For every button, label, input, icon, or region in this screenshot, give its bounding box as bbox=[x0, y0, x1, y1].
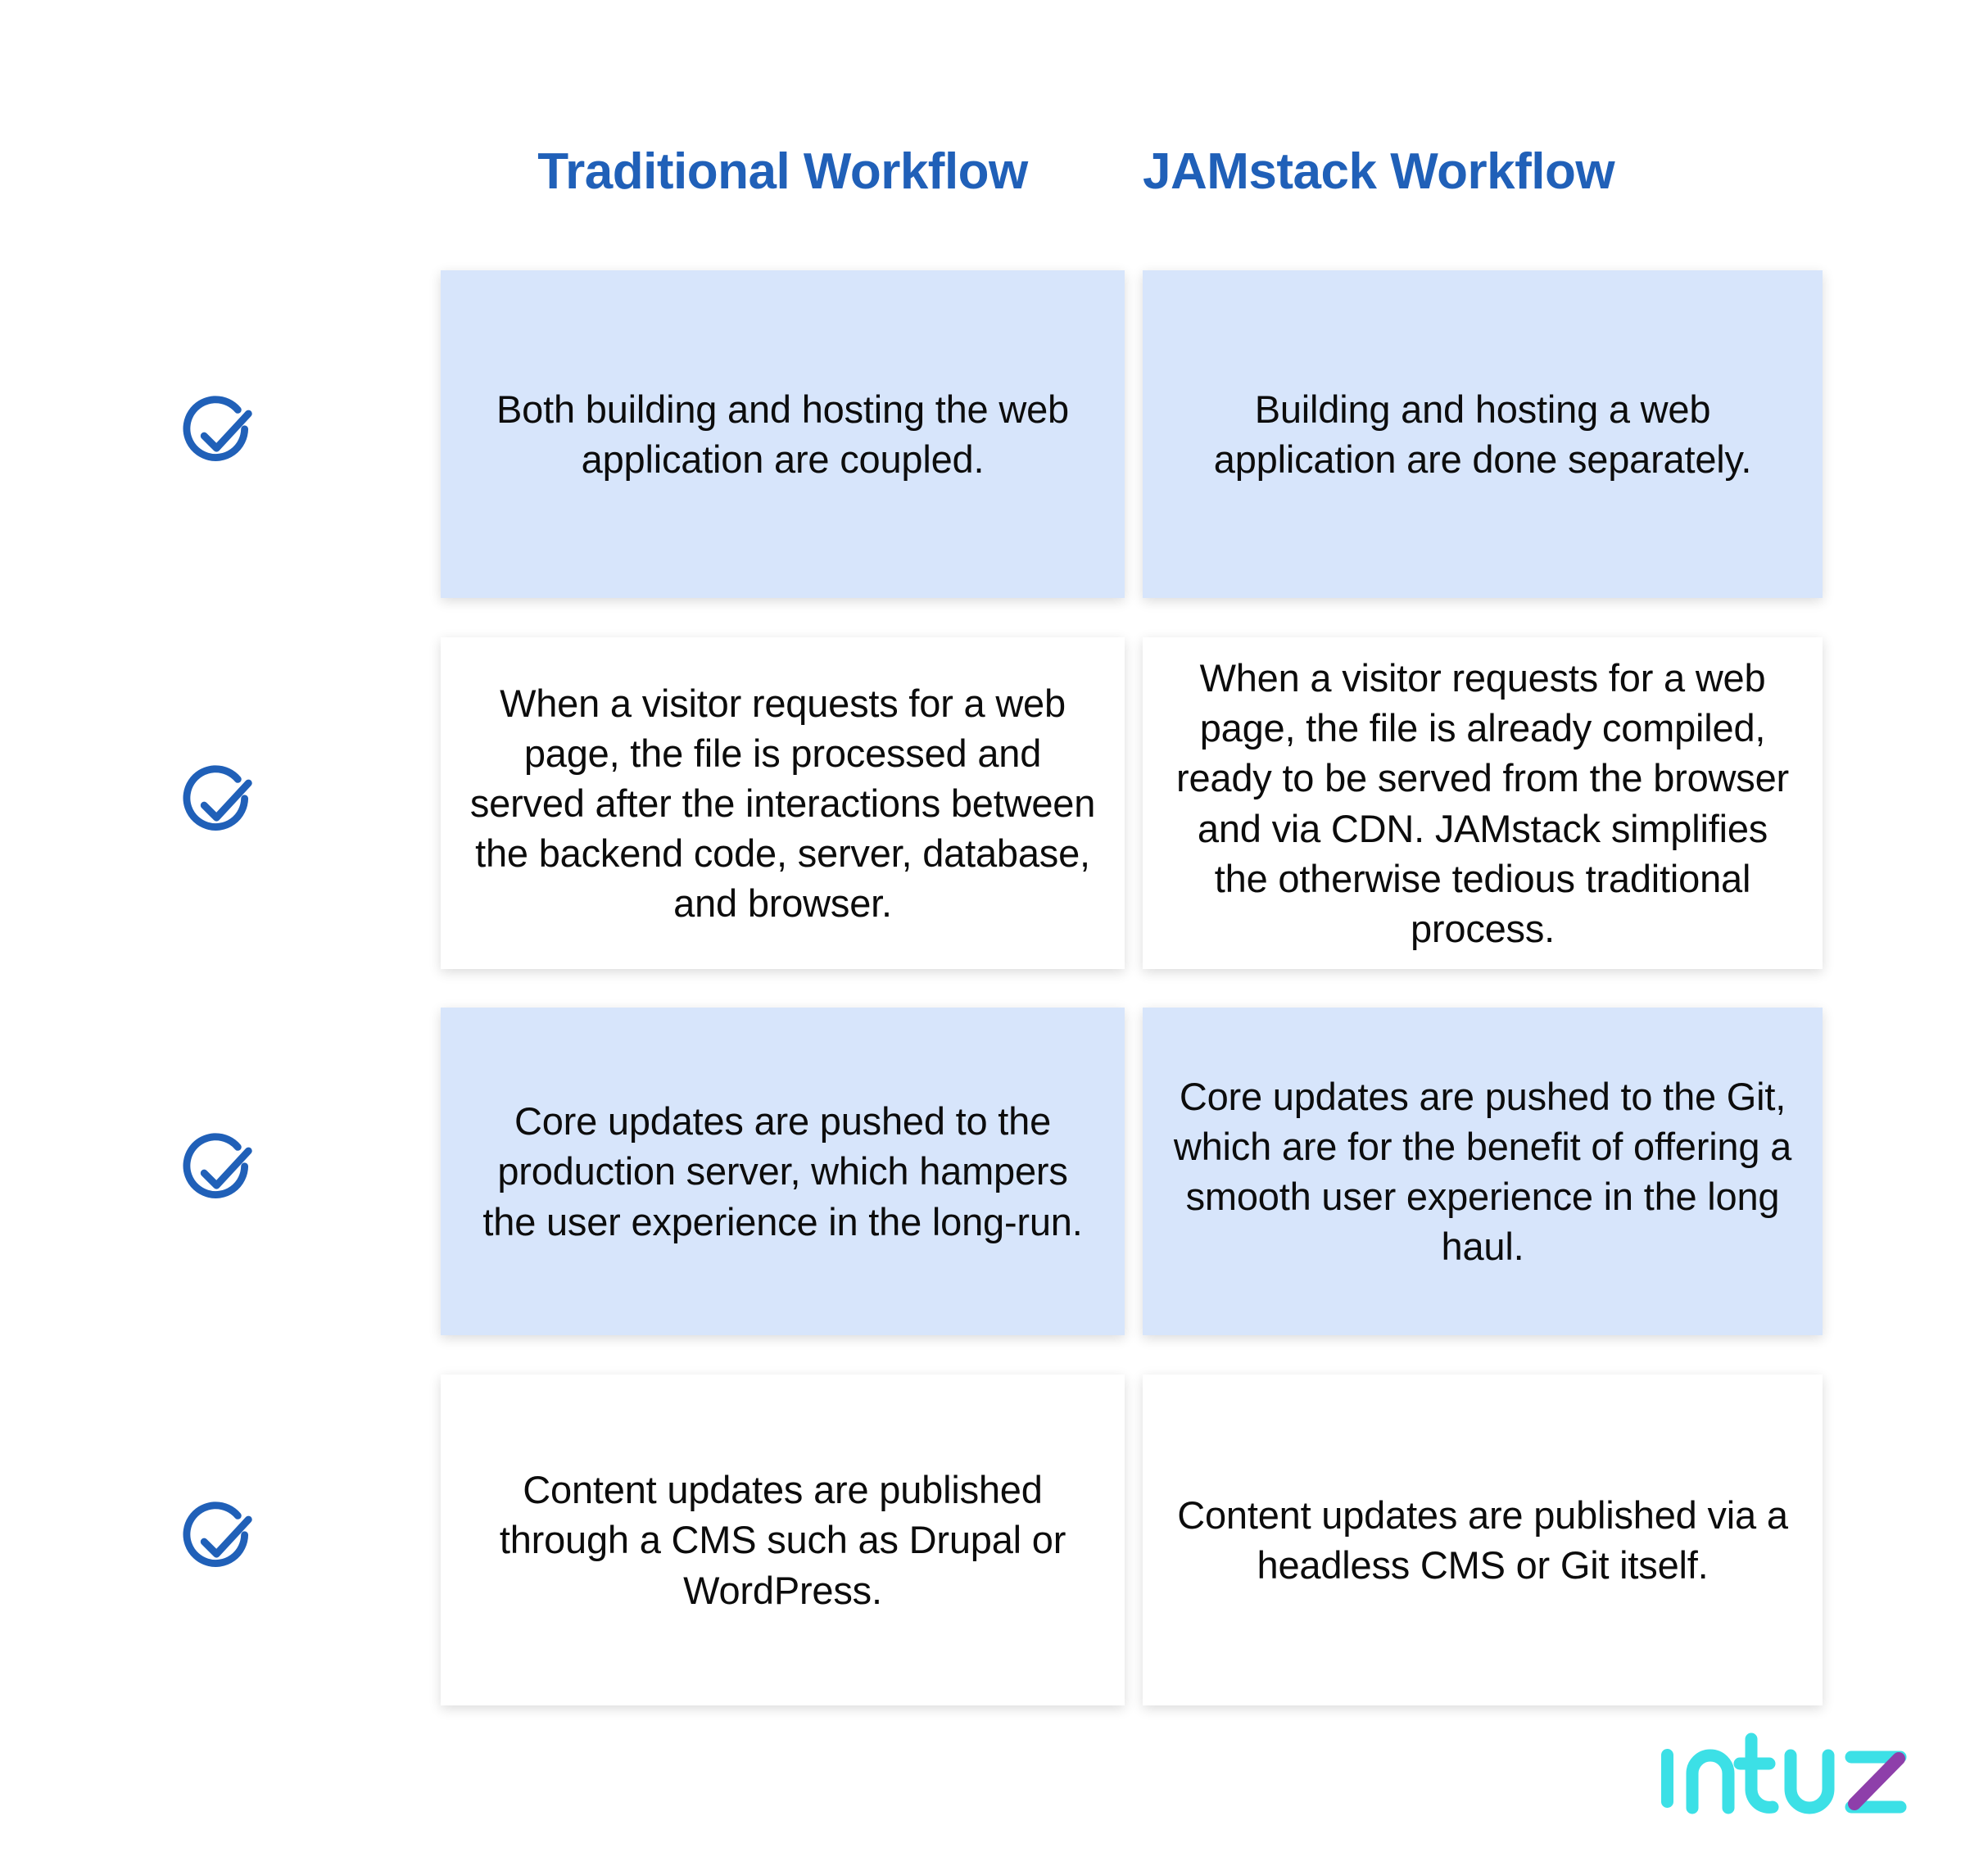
cell-text: Core updates are pushed to the productio… bbox=[482, 1099, 1083, 1243]
check-circle-icon bbox=[183, 1501, 252, 1567]
cell-text: Building and hosting a web application a… bbox=[1213, 387, 1752, 481]
check-circle-icon bbox=[183, 396, 252, 461]
comparison-row: When a visitor requests for a web page, … bbox=[0, 637, 1988, 969]
check-circle-icon bbox=[183, 764, 252, 831]
cell-traditional: Both building and hosting the web applic… bbox=[441, 270, 1125, 598]
cell-jamstack: When a visitor requests for a web page, … bbox=[1143, 637, 1823, 969]
column-header-traditional: Traditional Workflow bbox=[537, 143, 1028, 200]
cell-text: Content updates are published through a … bbox=[499, 1468, 1066, 1612]
cell-text: When a visitor requests for a web page, … bbox=[1176, 656, 1789, 950]
check-circle-icon bbox=[183, 1133, 252, 1198]
comparison-row: Content updates are published through a … bbox=[0, 1375, 1988, 1705]
cell-text: When a visitor requests for a web page, … bbox=[469, 681, 1096, 926]
cell-traditional: Content updates are published through a … bbox=[441, 1375, 1125, 1705]
intuz-logo-mark bbox=[1661, 1732, 1907, 1814]
row-check-cell bbox=[0, 392, 441, 477]
intuz-logo bbox=[1646, 1714, 1950, 1837]
cell-jamstack: Building and hosting a web application a… bbox=[1143, 270, 1823, 598]
cell-jamstack: Core updates are pushed to the Git, whic… bbox=[1143, 1008, 1823, 1335]
cell-traditional: Core updates are pushed to the productio… bbox=[441, 1008, 1125, 1335]
row-check-cell bbox=[0, 1129, 441, 1214]
comparison-row: Both building and hosting the web applic… bbox=[0, 270, 1988, 598]
cell-text: Core updates are pushed to the Git, whic… bbox=[1173, 1074, 1792, 1269]
cell-text: Both building and hosting the web applic… bbox=[496, 387, 1069, 481]
cell-text: Content updates are published via a head… bbox=[1177, 1492, 1788, 1587]
column-headers: Traditional Workflow JAMstack Workflow bbox=[0, 127, 1988, 217]
row-check-cell bbox=[0, 1497, 441, 1583]
comparison-row: Core updates are pushed to the productio… bbox=[0, 1008, 1988, 1335]
cell-traditional: When a visitor requests for a web page, … bbox=[441, 637, 1125, 969]
cell-jamstack: Content updates are published via a head… bbox=[1143, 1375, 1823, 1705]
row-check-cell bbox=[0, 761, 441, 846]
